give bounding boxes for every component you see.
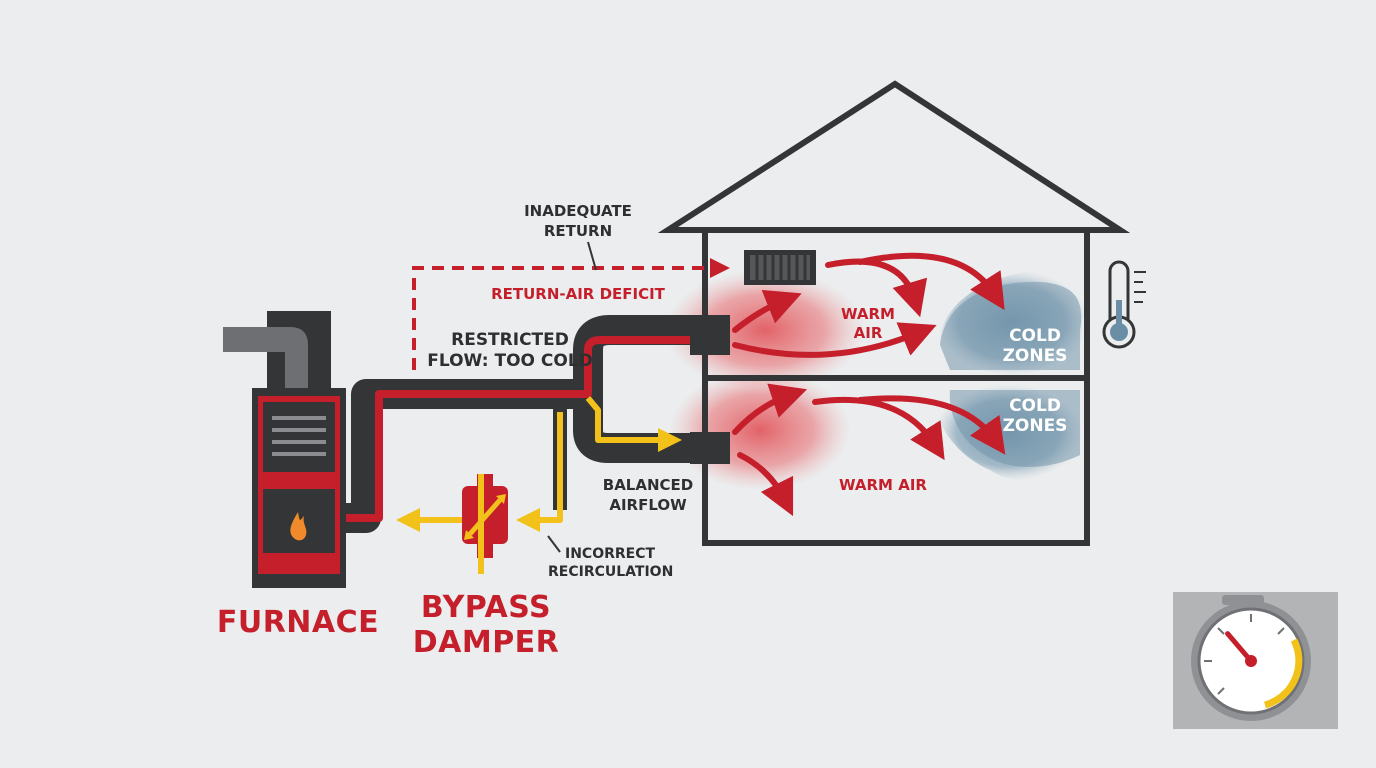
inadequate-return-label-line1: INADEQUATE [524, 202, 632, 220]
warm-air-upper-label-line1: WARM [841, 305, 895, 323]
flame-icon [290, 512, 307, 541]
bypass-flow [396, 396, 682, 532]
inadequate-return-label-line2: RETURN [544, 222, 612, 240]
return-air-dashed-line [412, 258, 730, 370]
house-outline [657, 80, 1131, 546]
return-air-deficit-label: RETURN-AIR DEFICIT [491, 285, 666, 303]
incorrect-recirculation-label-line2: RECIRCULATION [548, 564, 673, 580]
duct-registers [690, 315, 730, 464]
cold-zones-upper-line1: COLD [1009, 326, 1061, 346]
cold-zones-lower-line2: ZONES [1003, 416, 1068, 436]
chimney-flue [223, 311, 331, 392]
furnace-unit [252, 388, 346, 588]
warm-air-arrows [732, 252, 1006, 517]
cold-zones-upper-line2: ZONES [1003, 346, 1068, 366]
thermometer-icon [1102, 260, 1146, 349]
bypass-damper-valve [462, 474, 508, 574]
balanced-airflow-label-line2: AIRFLOW [609, 496, 687, 514]
recirculation-leader [547, 535, 561, 553]
restricted-flow-label-line2: FLOW: TOO COLD [427, 351, 593, 371]
balanced-airflow-label-line1: BALANCED [603, 476, 693, 494]
supply-duct-heat [340, 336, 700, 522]
warm-air-lower-label: WARM AIR [839, 476, 927, 494]
return-vent-grille [744, 250, 816, 285]
gauge-icon [1173, 592, 1338, 729]
cold-zones-lower-line1: COLD [1009, 396, 1061, 416]
incorrect-recirculation-label-line1: INCORRECT [565, 546, 656, 562]
warm-air-upper-label-line2: AIR [854, 324, 883, 342]
bypass-damper-label-line1: BYPASS [421, 590, 551, 625]
bypass-damper-label-line2: DAMPER [413, 625, 560, 660]
return-leader [587, 241, 597, 271]
furnace-label: FURNACE [217, 605, 379, 640]
restricted-flow-label-line1: RESTRICTED [451, 330, 569, 350]
